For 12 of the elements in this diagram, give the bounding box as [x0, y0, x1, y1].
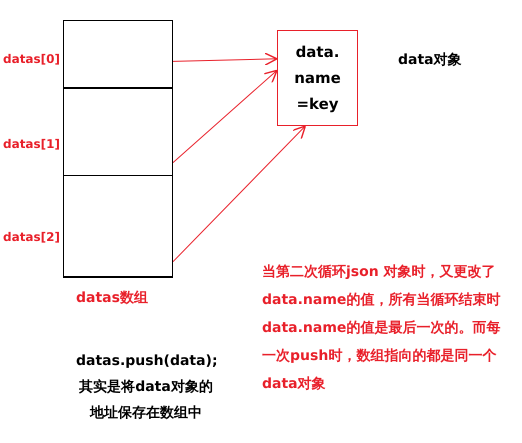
note-text: 当第二次循环json 对象时，又更改了data.name的值，所有当循环结束时data.name的值是最后一次的。而每一次push时，数组指向的都是同一个data对象: [262, 263, 502, 394]
note-text: datas.push(data); 其实是将data对象的地址保存在数组中: [76, 352, 216, 423]
index-label: datas[2]: [3, 230, 60, 244]
arrow: [172, 70, 278, 164]
arrow: [172, 52, 278, 66]
object-caption: data对象: [398, 51, 462, 69]
array-caption: datas数组: [76, 289, 148, 307]
index-label: datas[1]: [3, 137, 60, 151]
arrow: [172, 125, 306, 262]
object-box: [277, 30, 358, 126]
object-text: data. name =key: [293, 42, 342, 115]
index-label: datas[0]: [3, 52, 60, 66]
